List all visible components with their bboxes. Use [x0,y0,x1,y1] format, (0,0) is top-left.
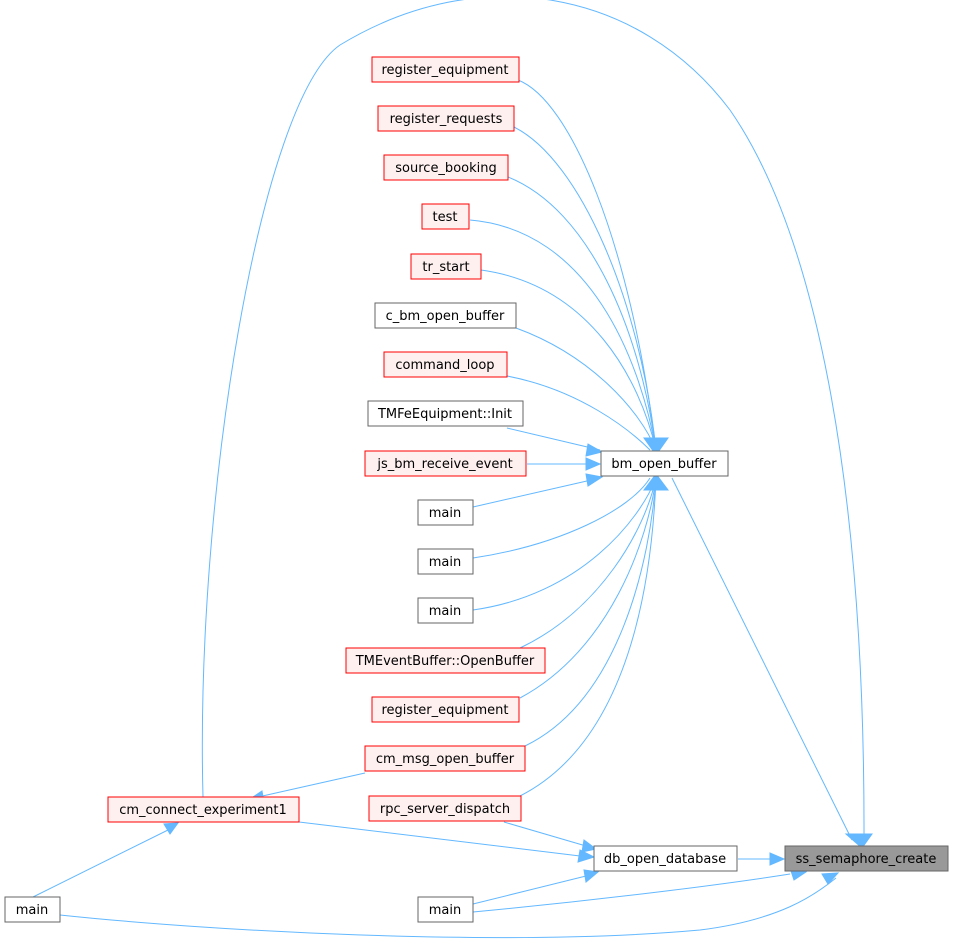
arrowhead-ss-semaphore-create-left [769,852,786,866]
node-command-loop[interactable]: command_loop [383,351,508,378]
edges [32,0,873,939]
edge-command-loop-to-bm-open-buffer [506,375,651,451]
edge-main2-to-bm-open-buffer [472,477,651,559]
arrowhead-bm-open-buffer-left [585,457,602,471]
edge-rpc-server-dispatch-to-db-open-database [503,821,587,847]
node-label: db_open_database [604,852,726,867]
node-register-equipment-1[interactable]: register_equipment [371,56,520,83]
node-label: cm_connect_experiment1 [119,803,287,818]
edge-cm-msg-open-buffer-to-bm-open-buffer [524,477,657,747]
node-label: cm_msg_open_buffer [376,752,515,767]
node-register-requests[interactable]: register_requests [377,105,515,132]
arrowhead-bm-open-buffer-top [643,437,669,456]
node-js-bm-receive-event[interactable]: js_bm_receive_event [364,450,527,477]
edge-rpc-server-dispatch-to-bm-open-buffer [519,477,657,797]
node-label: source_booking [395,161,496,176]
edge-source-booking-to-bm-open-buffer [507,176,657,451]
arrowhead-bm-open-buffer-upper-left [585,443,604,457]
edge-cm-connect-experiment1-to-ss-semaphore-create [201,0,865,841]
node-cm-msg-open-buffer[interactable]: cm_msg_open_buffer [364,745,526,772]
node-main-left[interactable]: main [4,896,61,923]
arrowhead-cm-connect-experiment1-bottom [163,822,180,835]
node-label: main [16,903,48,918]
node-label: js_bm_receive_event [376,457,512,472]
edge-tr-start-to-bm-open-buffer [480,269,657,451]
node-label: command_loop [395,358,494,373]
edge-tmfe-init-to-bm-open-buffer [506,427,601,451]
arrowhead-bm-open-buffer-bottom [643,473,669,491]
arrowhead-db-open-database-lower [583,869,600,883]
node-label: ss_semaphore_create [796,852,937,867]
arrowhead-ss-semaphore-create-top [844,833,873,849]
node-main-1[interactable]: main [417,499,474,526]
node-source-booking[interactable]: source_booking [383,154,509,181]
edge-main-left-to-ss-semaphore-create [59,877,837,939]
node-cm-connect-experiment1[interactable]: cm_connect_experiment1 [107,796,300,823]
node-label: register_equipment [382,63,509,78]
node-label: register_requests [390,112,503,127]
node-label: main [429,555,461,570]
arrowhead-ss-semaphore-create-bottom2 [821,872,840,885]
node-label: c_bm_open_buffer [386,309,505,324]
node-label: main [429,506,461,521]
node-main-bottom[interactable]: main [417,896,474,923]
node-rpc-server-dispatch[interactable]: rpc_server_dispatch [368,795,522,822]
node-register-equipment-2[interactable]: register_equipment [371,696,520,723]
arrowhead-db-open-database-left [577,849,596,863]
edge-register-requests-to-bm-open-buffer [513,126,657,451]
edge-cm-msg-open-buffer-to-cm-connect-experiment1 [257,772,366,798]
node-label: register_equipment [382,703,509,718]
edge-bm-open-buffer-to-ss-semaphore-create [671,477,853,841]
node-db-open-database[interactable]: db_open_database [593,845,738,872]
arrowhead-db-open-database-upper [581,839,598,853]
node-tmfe-init[interactable]: TMFeEquipment::Init [367,400,524,427]
edge-main-bottom-to-db-open-database [472,875,587,905]
edge-tmeventbuffer-to-bm-open-buffer [519,477,657,649]
node-label: TMEventBuffer::OpenBuffer [355,654,535,669]
edge-main-bottom-to-ss-semaphore-create [472,873,791,913]
edge-main3-to-bm-open-buffer [472,477,657,611]
edge-test-to-bm-open-buffer [469,219,657,451]
edge-cm-connect-experiment1-to-db-open-database [298,821,581,857]
node-label: TMFeEquipment::Init [377,407,512,422]
edge-c-bm-open-buffer-to-bm-open-buffer [515,327,657,451]
node-tmeventbuffer-openbuffer[interactable]: TMEventBuffer::OpenBuffer [345,647,546,674]
node-label: main [429,604,461,619]
edge-main-left-to-cm-connect-experiment1 [32,829,169,898]
node-label: rpc_server_dispatch [380,802,510,817]
node-label: main [429,903,461,918]
node-bm-open-buffer[interactable]: bm_open_buffer [600,450,729,477]
node-c-bm-open-buffer[interactable]: c_bm_open_buffer [374,302,517,329]
node-label: tr_start [422,260,469,275]
node-main-2[interactable]: main [417,548,474,575]
node-label: bm_open_buffer [611,457,717,472]
node-label: test [433,210,458,225]
node-tr-start[interactable]: tr_start [410,253,482,280]
node-main-3[interactable]: main [417,597,474,624]
node-test[interactable]: test [421,203,470,230]
edge-register-equipment-to-bm-open-buffer [517,79,657,451]
edge-main1-to-bm-open-buffer [472,477,601,508]
node-ss-semaphore-create[interactable]: ss_semaphore_create [784,845,949,872]
edge-register-equipment2-to-bm-open-buffer [519,477,657,699]
arrowhead-bm-open-buffer-lower-left [585,473,604,487]
